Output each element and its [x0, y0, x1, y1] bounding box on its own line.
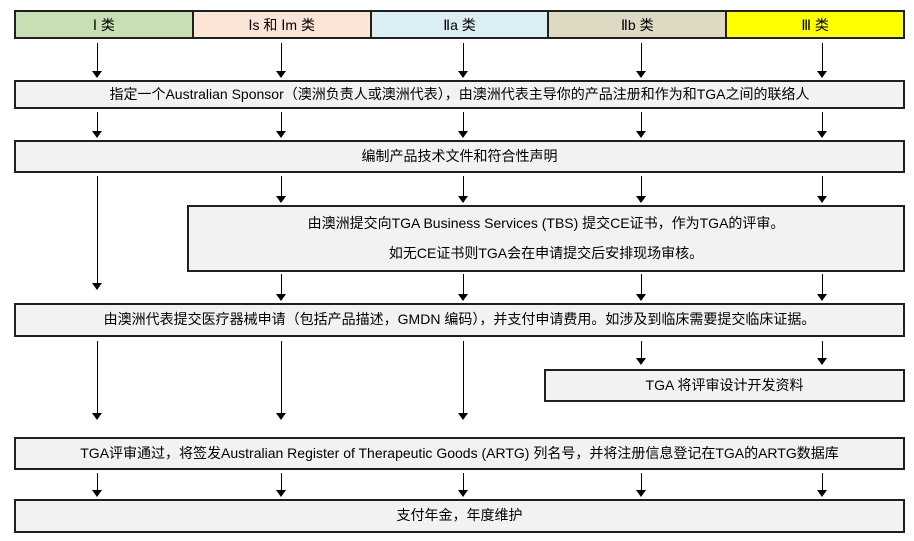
step-annual-fee: 支付年金，年度维护	[14, 499, 905, 533]
arrow-down-icon	[817, 274, 827, 301]
arrow-down-icon	[276, 341, 286, 420]
arrow-down-icon	[636, 112, 646, 138]
arrow-down-icon	[92, 112, 102, 138]
ce-line-2: 如无CE证书则TGA会在申请提交后安排现场审核。	[388, 245, 704, 261]
step-sponsor: 指定一个Australian Sponsor（澳洲负责人或澳洲代表），由澳洲代表…	[14, 80, 905, 109]
class-iii-cell: Ⅲ 类	[725, 12, 903, 37]
arrow-down-icon	[458, 43, 468, 78]
arrow-down-icon	[636, 473, 646, 497]
arrow-down-icon	[458, 274, 468, 301]
step-ce-certificate: 由澳洲提交向TGA Business Services (TBS) 提交CE证书…	[187, 205, 905, 272]
arrow-down-icon	[817, 43, 827, 78]
arrow-down-icon	[276, 473, 286, 497]
arrow-down-icon	[92, 176, 102, 290]
arrow-down-icon	[276, 112, 286, 138]
class-i-cell: Ⅰ 类	[16, 12, 192, 37]
step-application: 由澳洲代表提交医疗器械申请（包括产品描述，GMDN 编码），并支付申请费用。如涉…	[14, 303, 905, 337]
arrow-down-icon	[276, 43, 286, 78]
arrow-down-icon	[817, 176, 827, 203]
arrow-down-icon	[458, 473, 468, 497]
arrow-down-icon	[458, 112, 468, 138]
arrow-down-icon	[636, 43, 646, 78]
class-iia-cell: Ⅱa 类	[369, 12, 548, 37]
step-design-review: TGA 将评审设计开发资料	[544, 369, 905, 402]
arrow-down-icon	[817, 473, 827, 497]
arrow-down-icon	[276, 274, 286, 301]
arrow-down-icon	[458, 341, 468, 420]
arrow-down-icon	[92, 43, 102, 78]
arrow-down-icon	[817, 112, 827, 138]
step-artg-listing: TGA评审通过，将签发Australian Register of Therap…	[14, 437, 905, 470]
arrow-down-icon	[636, 274, 646, 301]
arrow-down-icon	[92, 473, 102, 497]
step-technical-file: 编制产品技术文件和符合性声明	[14, 140, 905, 173]
class-iib-cell: Ⅱb 类	[547, 12, 726, 37]
arrow-down-icon	[458, 176, 468, 203]
ce-line-1: 由澳洲提交向TGA Business Services (TBS) 提交CE证书…	[307, 214, 785, 231]
arrow-down-icon	[92, 341, 102, 420]
arrow-down-icon	[636, 341, 646, 365]
arrow-down-icon	[276, 176, 286, 203]
class-is-im-cell: Ⅰs 和 Ⅰm 类	[191, 12, 370, 37]
arrow-down-icon	[636, 176, 646, 203]
arrow-down-icon	[817, 341, 827, 365]
device-class-header: Ⅰ 类 Ⅰs 和 Ⅰm 类 Ⅱa 类 Ⅱb 类 Ⅲ 类	[14, 10, 905, 39]
